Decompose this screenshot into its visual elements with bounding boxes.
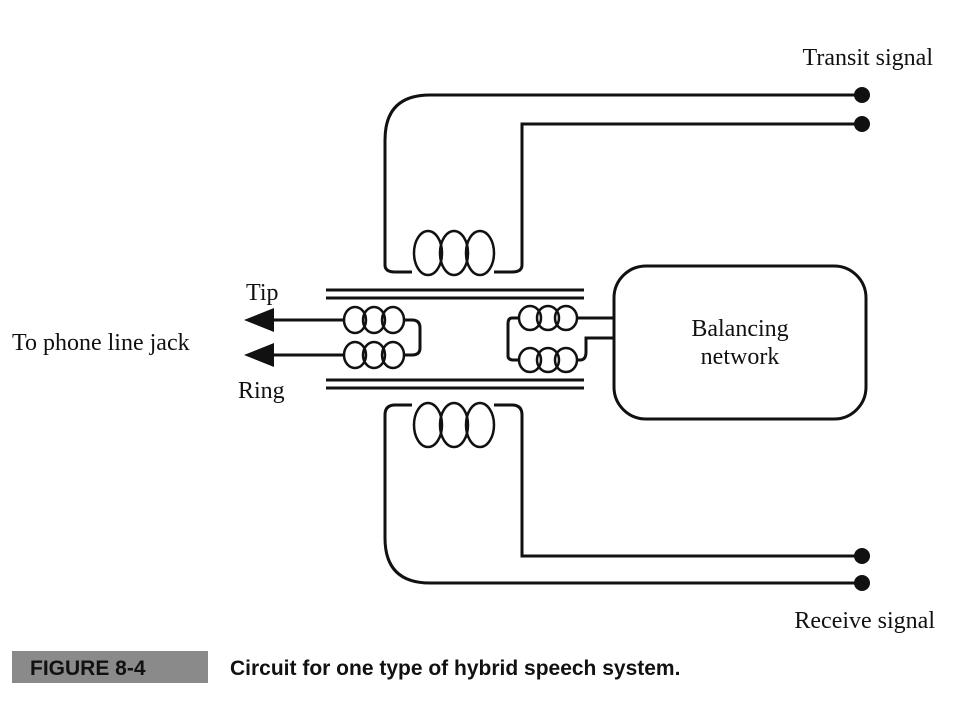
tip-arrow-icon (244, 308, 274, 332)
transit-outer-wire (383, 93, 862, 274)
transit-signal-label: Transit signal (803, 45, 934, 71)
balancing-network-label-line1: Balancing (691, 316, 788, 342)
figure-number: FIGURE 8-4 (30, 657, 146, 680)
balancing-network-box (612, 264, 868, 421)
right-coil-to-network-wire-2 (577, 336, 614, 362)
ring-label: Ring (238, 378, 285, 404)
bottom-transformer-coil (412, 401, 496, 449)
balancing-network-label-line2: network (701, 344, 780, 370)
right-coil-left-wire (506, 316, 519, 362)
figure-number-box (12, 651, 208, 683)
receive-inner-wire (494, 403, 862, 558)
figure-caption: Circuit for one type of hybrid speech sy… (230, 657, 680, 680)
transit-terminal-2 (854, 116, 870, 132)
receive-terminal-2 (854, 575, 870, 591)
top-transformer-coil (412, 229, 496, 277)
left-coil-return-wire (404, 318, 422, 357)
tip-label: Tip (246, 280, 278, 306)
receive-outer-wire (383, 403, 862, 585)
transit-inner-wire (494, 122, 862, 274)
receive-terminal-1 (854, 548, 870, 564)
left-tip-coil (342, 305, 406, 335)
right-upper-coil (517, 304, 579, 332)
receive-signal-label: Receive signal (794, 608, 935, 634)
left-ring-coil (342, 340, 406, 370)
transit-terminal-1 (854, 87, 870, 103)
right-lower-coil (517, 346, 579, 374)
ring-arrow-icon (244, 343, 274, 367)
phone-line-jack-label: To phone line jack (12, 330, 190, 356)
